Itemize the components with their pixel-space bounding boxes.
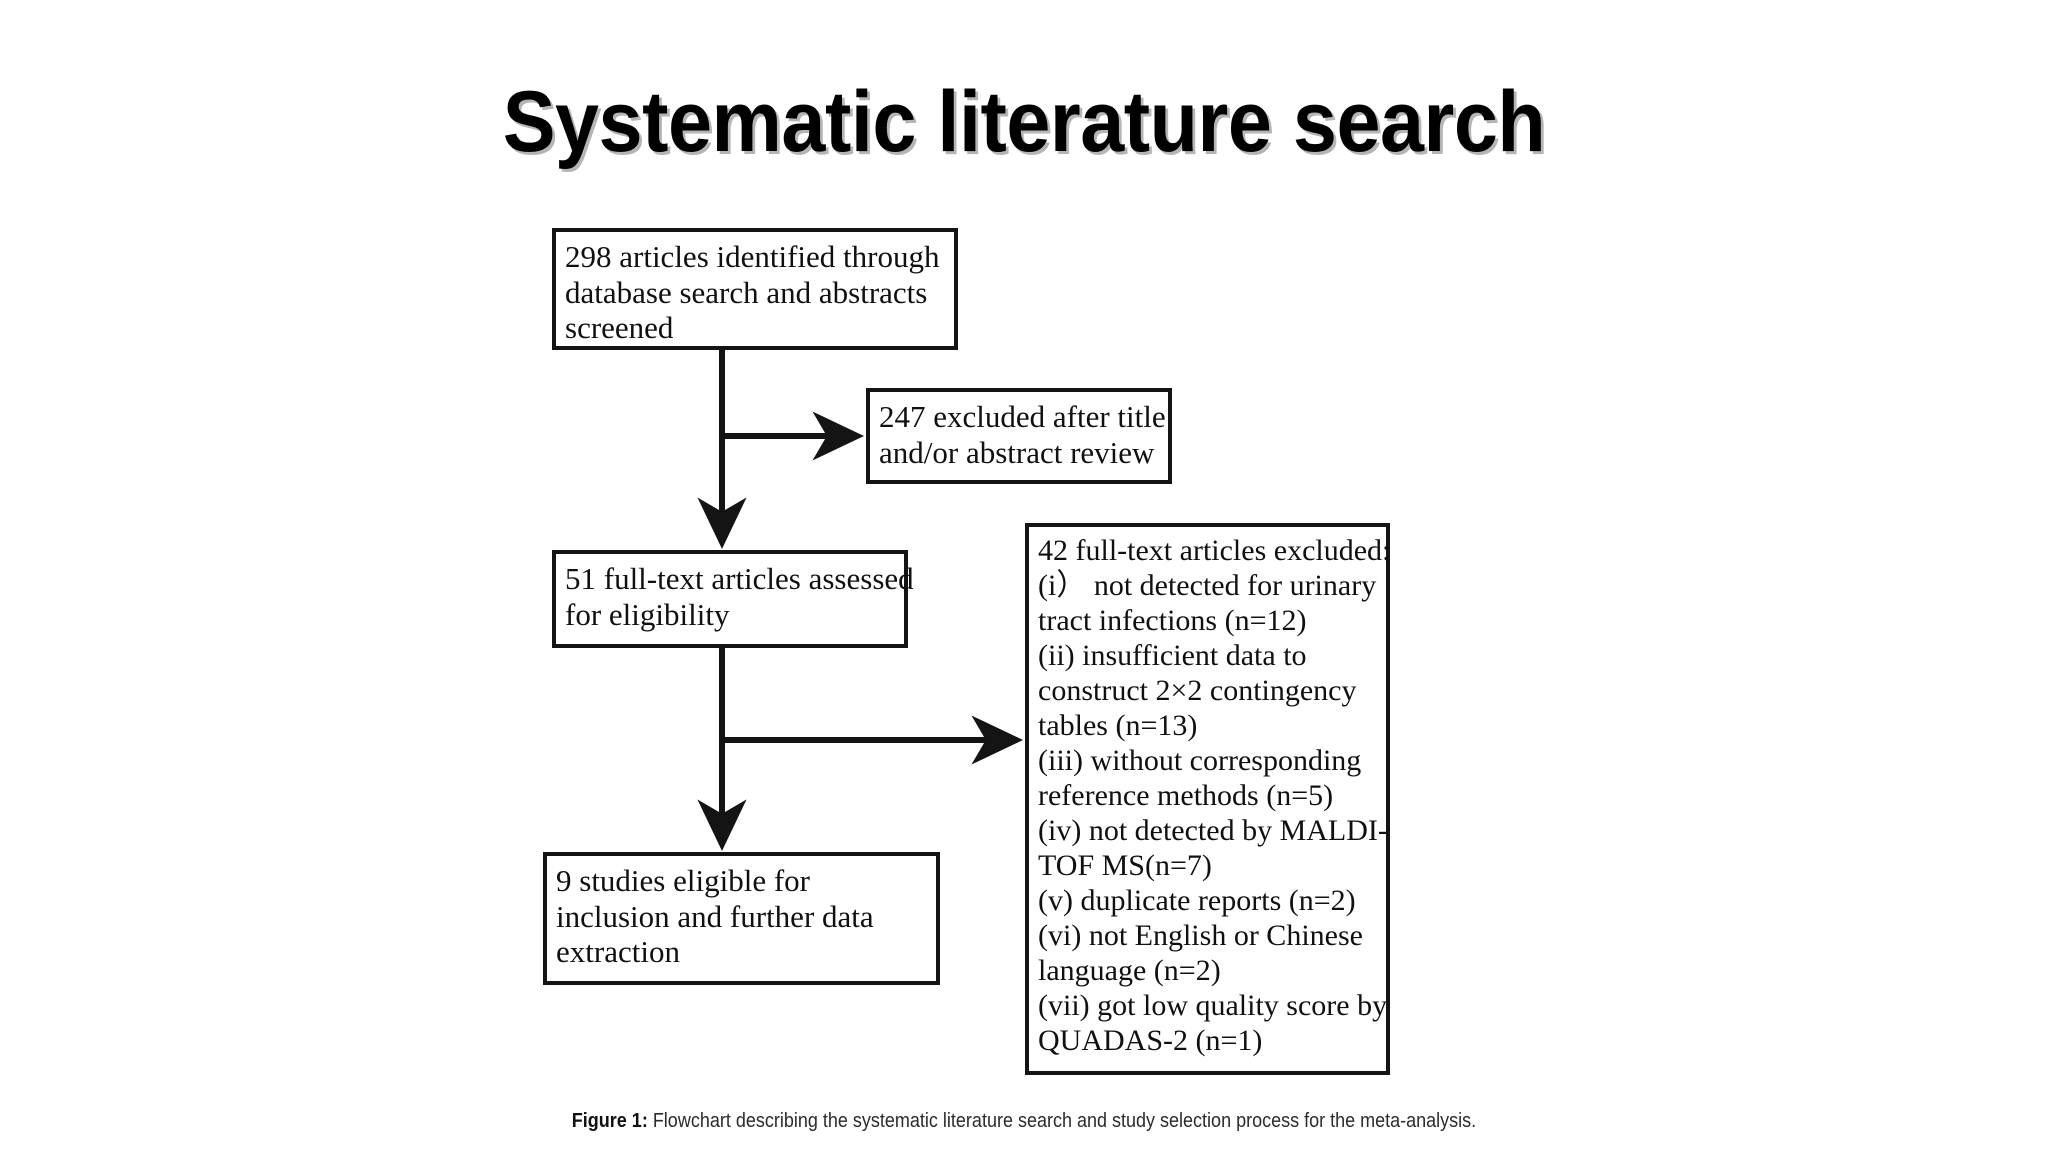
flow-box-line: screened xyxy=(565,310,674,345)
flow-box-line: tract infections (n=12) xyxy=(1038,604,1307,637)
flow-box-fulltext-exclusions: 42 full-text articles excluded: (i） not … xyxy=(1025,523,1390,1075)
flow-box-line: 42 full-text articles excluded: xyxy=(1038,534,1391,567)
flow-box-line: 247 excluded after title xyxy=(879,399,1166,434)
figure-caption: Figure 1: Flowchart describing the syste… xyxy=(102,1108,1945,1134)
flow-box-fulltext-assessed: 51 full-text articles assessed for eligi… xyxy=(552,550,914,648)
flow-box-line: TOF MS(n=7) xyxy=(1038,849,1212,882)
flow-box-line: (i） not detected for urinary xyxy=(1038,569,1377,602)
flow-box-line: reference methods (n=5) xyxy=(1038,779,1334,812)
flow-box-line: (vi) not English or Chinese xyxy=(1038,919,1363,952)
figure-caption-text: Flowchart describing the systematic lite… xyxy=(647,1110,1477,1132)
flow-box-line: database search and abstracts xyxy=(565,274,928,310)
flow-box-line: extraction xyxy=(556,934,680,969)
flow-box-line: for eligibility xyxy=(565,596,730,632)
flow-box-studies-eligible: 9 studies eligible for inclusion and fur… xyxy=(543,852,940,985)
flow-box-line: (v) duplicate reports (n=2) xyxy=(1038,884,1356,917)
flow-box-line: (vii) got low quality score by xyxy=(1038,989,1388,1022)
flow-box-line: 51 full-text articles assessed xyxy=(565,561,914,596)
flow-box-line: inclusion and further data xyxy=(556,898,874,934)
flow-box-articles-identified: 298 articles identified through database… xyxy=(552,228,958,350)
flow-box-line: (iv) not detected by MALDI- xyxy=(1038,814,1388,847)
flow-box-line: language (n=2) xyxy=(1038,954,1221,987)
flow-box-line: (ii) insufficient data to xyxy=(1038,639,1307,672)
flow-box-excluded-after-screening: 247 excluded after title and/or abstract… xyxy=(866,388,1172,484)
flow-box-line: QUADAS-2 (n=1) xyxy=(1038,1024,1263,1057)
flow-box-line: and/or abstract review xyxy=(879,434,1155,470)
flow-box-line: tables (n=13) xyxy=(1038,709,1198,742)
figure-caption-label: Figure 1: xyxy=(571,1110,648,1132)
flow-box-line: construct 2×2 contingency xyxy=(1038,674,1357,707)
page-title: Systematic literature search xyxy=(502,74,1546,170)
flow-box-line: 9 studies eligible for xyxy=(556,863,810,898)
flow-box-line: 298 articles identified through xyxy=(565,239,940,274)
flow-box-line: (iii) without corresponding xyxy=(1038,744,1362,777)
